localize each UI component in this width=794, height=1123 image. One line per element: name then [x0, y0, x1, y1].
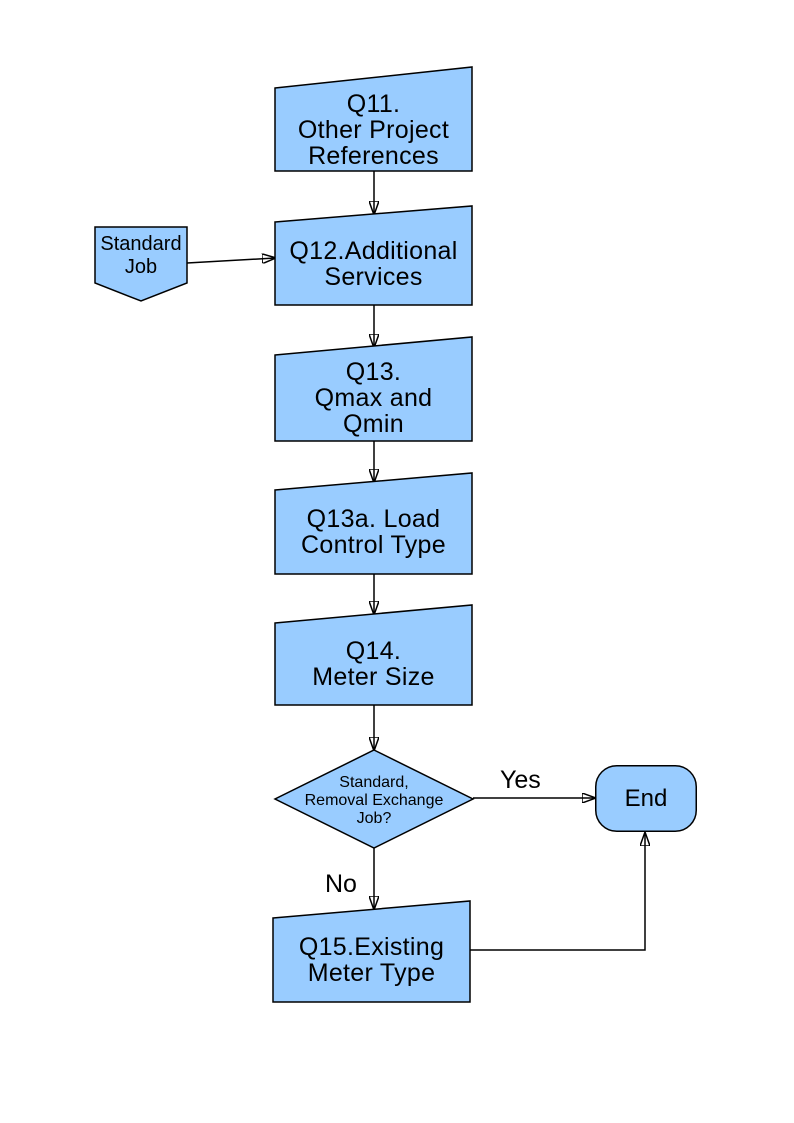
node-q13a-load-control-type: Q13a. Load Control Type — [274, 472, 473, 575]
node-q13-label: Q13. Qmax and Qmin — [314, 358, 433, 438]
connector-q15-end — [470, 833, 645, 951]
node-q14-meter-size: Q14. Meter Size — [274, 604, 473, 706]
node-standard-job-label: Standard Job — [100, 233, 182, 278]
node-q12-additional-services: Q12.Additional Services — [274, 205, 473, 306]
edge-label-no: No — [325, 870, 357, 898]
node-end-label: End — [624, 784, 668, 812]
connector-standard-q12 — [186, 258, 275, 264]
node-end: End — [595, 765, 697, 832]
node-q14-label: Q14. Meter Size — [312, 637, 435, 691]
manual-input-shape — [272, 900, 471, 1003]
terminator-shape — [595, 765, 697, 832]
node-q15-label: Q15.Existing Meter Type — [298, 933, 445, 987]
manual-input-shape — [274, 604, 473, 706]
node-q12-label: Q12.Additional Services — [289, 236, 458, 291]
edge-label-yes: Yes — [500, 766, 541, 794]
node-q15-existing-meter-type: Q15.Existing Meter Type — [272, 900, 471, 1003]
decision-diamond-shape — [273, 749, 475, 849]
manual-input-shape — [274, 472, 473, 575]
node-standard-job: Standard Job — [94, 226, 188, 302]
manual-input-shape — [274, 66, 473, 172]
node-decision-standard-removal-exchange-job: Standard, Removal Exchange Job? — [273, 749, 475, 849]
node-q13a-label: Q13a. Load Control Type — [301, 505, 446, 559]
manual-input-shape — [274, 205, 473, 306]
node-q11-label: Q11. Other Project References — [297, 89, 450, 170]
off-page-connector-shape — [94, 226, 188, 302]
manual-input-shape — [274, 336, 473, 442]
node-decision-label: Standard, Removal Exchange Job? — [304, 774, 444, 827]
node-q13-qmax-qmin: Q13. Qmax and Qmin — [274, 336, 473, 442]
node-q11-other-project-references: Q11. Other Project References — [274, 66, 473, 172]
